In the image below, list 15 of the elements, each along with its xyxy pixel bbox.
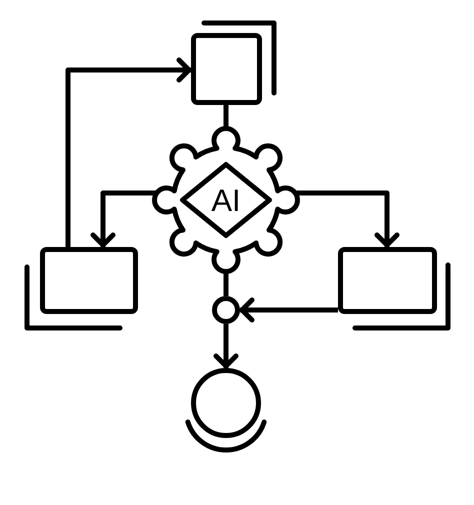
stacked-circle [183, 368, 269, 453]
arrow [240, 298, 338, 322]
connector-line [224, 274, 228, 296]
stacked-box [191, 20, 277, 105]
stacked-box [24, 247, 138, 331]
node-label: AI [211, 184, 241, 216]
diamond-shape [180, 162, 272, 238]
arrow [90, 190, 156, 248]
arrow [66, 58, 192, 247]
gear [152, 126, 300, 274]
stacked-box [338, 247, 451, 331]
arrow [296, 190, 400, 248]
arrow [214, 324, 238, 368]
junction-circle [212, 296, 240, 324]
connector-line [224, 105, 228, 126]
